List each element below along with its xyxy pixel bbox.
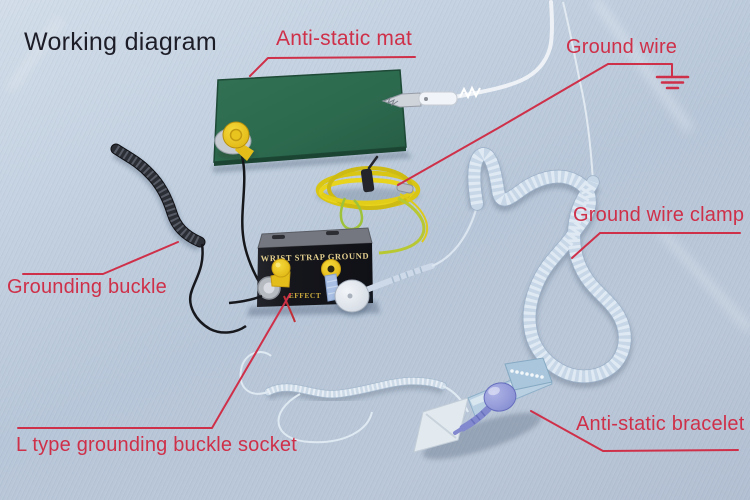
mat-snap-buckle — [214, 121, 256, 161]
clasp-teeth-dots — [510, 369, 544, 379]
flange-slot-right — [326, 230, 339, 236]
label-ground-wire-clamp: Ground wire clamp — [573, 204, 745, 226]
thin-wire-loop-left — [239, 351, 272, 395]
wrist-cord-small-coil — [239, 351, 469, 444]
flange-slot-left — [272, 234, 285, 240]
snap-dome — [483, 382, 517, 412]
cord-ribs — [391, 266, 423, 284]
ground-wire-pointer-line — [397, 63, 673, 186]
big-coil-ribs — [468, 148, 631, 383]
disc-center — [347, 293, 353, 299]
label-l-type-grounding-buckle-socket: L type grounding buckle socket — [16, 434, 297, 456]
wrist-cord-big-coil — [466, 147, 633, 388]
mat-snap-wire — [240, 155, 266, 290]
bracelet-snap — [453, 382, 517, 435]
label-anti-static-bracelet: Anti-static bracelet — [576, 413, 745, 435]
coil-tail-wire — [189, 243, 247, 334]
alligator-clip — [381, 91, 458, 108]
box-title-text: WRIST STRAP GROUND — [261, 251, 370, 264]
cable-coil-wrap — [459, 85, 481, 100]
bracelet-shadow — [422, 412, 542, 460]
bundle-terminal — [396, 182, 414, 194]
clip-boot — [418, 91, 458, 106]
box-effect-text: EFFECT — [289, 291, 322, 300]
mat-edge — [214, 147, 406, 166]
clip-teeth — [383, 96, 399, 107]
thin-wire-loop-under — [277, 393, 373, 444]
snap-center — [229, 128, 243, 142]
label-anti-static-mat: Anti-static mat — [276, 27, 413, 50]
clip-hinge — [424, 97, 428, 101]
plug-highlight — [275, 262, 281, 268]
ground-wire-cable — [453, 0, 594, 183]
thin-ground-lead — [562, 1, 594, 183]
snap-dome-highlight — [488, 386, 500, 396]
tie-tail — [367, 155, 379, 170]
mat-shadow — [212, 151, 412, 173]
snap-tail — [459, 405, 492, 432]
green-tail-loop — [339, 197, 364, 231]
yellow-lead — [399, 193, 428, 243]
snap-disc-connector — [334, 205, 479, 316]
l-type-socket-pointer-line — [17, 293, 291, 429]
ground-wire-bundle — [315, 155, 428, 255]
thin-wire-right-link — [442, 385, 469, 413]
coil-ribs — [113, 145, 202, 247]
anti-static-mat — [212, 69, 412, 173]
small-coil-ribs — [266, 377, 445, 398]
bundle-tie — [360, 168, 375, 193]
green-yellow-lead — [378, 196, 426, 255]
anti-static-bracelet-pointer-line — [530, 410, 739, 452]
label-ground-wire: Ground wire — [566, 36, 678, 58]
black-lead-wire — [228, 294, 263, 305]
bundle-strand — [320, 189, 416, 205]
clip-cable — [453, 0, 554, 99]
snap-tail-ribs — [470, 410, 486, 425]
snap-tail-tip — [453, 426, 465, 435]
anti-static-bracelet — [413, 357, 553, 460]
grounding-buckle-pointer-line — [22, 241, 179, 275]
anti-static-mat-pointer-line — [249, 56, 416, 77]
plug-head — [271, 258, 291, 278]
ground-wire-clamp-pointer-line — [571, 232, 741, 259]
disc-cord — [363, 263, 435, 293]
red-lead-wire — [283, 295, 296, 323]
annotation-lines — [17, 56, 741, 452]
cord-thin-link — [431, 205, 479, 268]
label-grounding-buckle: Grounding buckle — [7, 276, 167, 298]
page-title: Working diagram — [24, 28, 218, 56]
l-type-socket-left — [228, 258, 296, 323]
socket-hole — [327, 265, 335, 273]
grounding-buckle-coil — [110, 143, 247, 334]
ground-symbol-icon — [655, 75, 690, 90]
strap-fold — [425, 413, 457, 439]
